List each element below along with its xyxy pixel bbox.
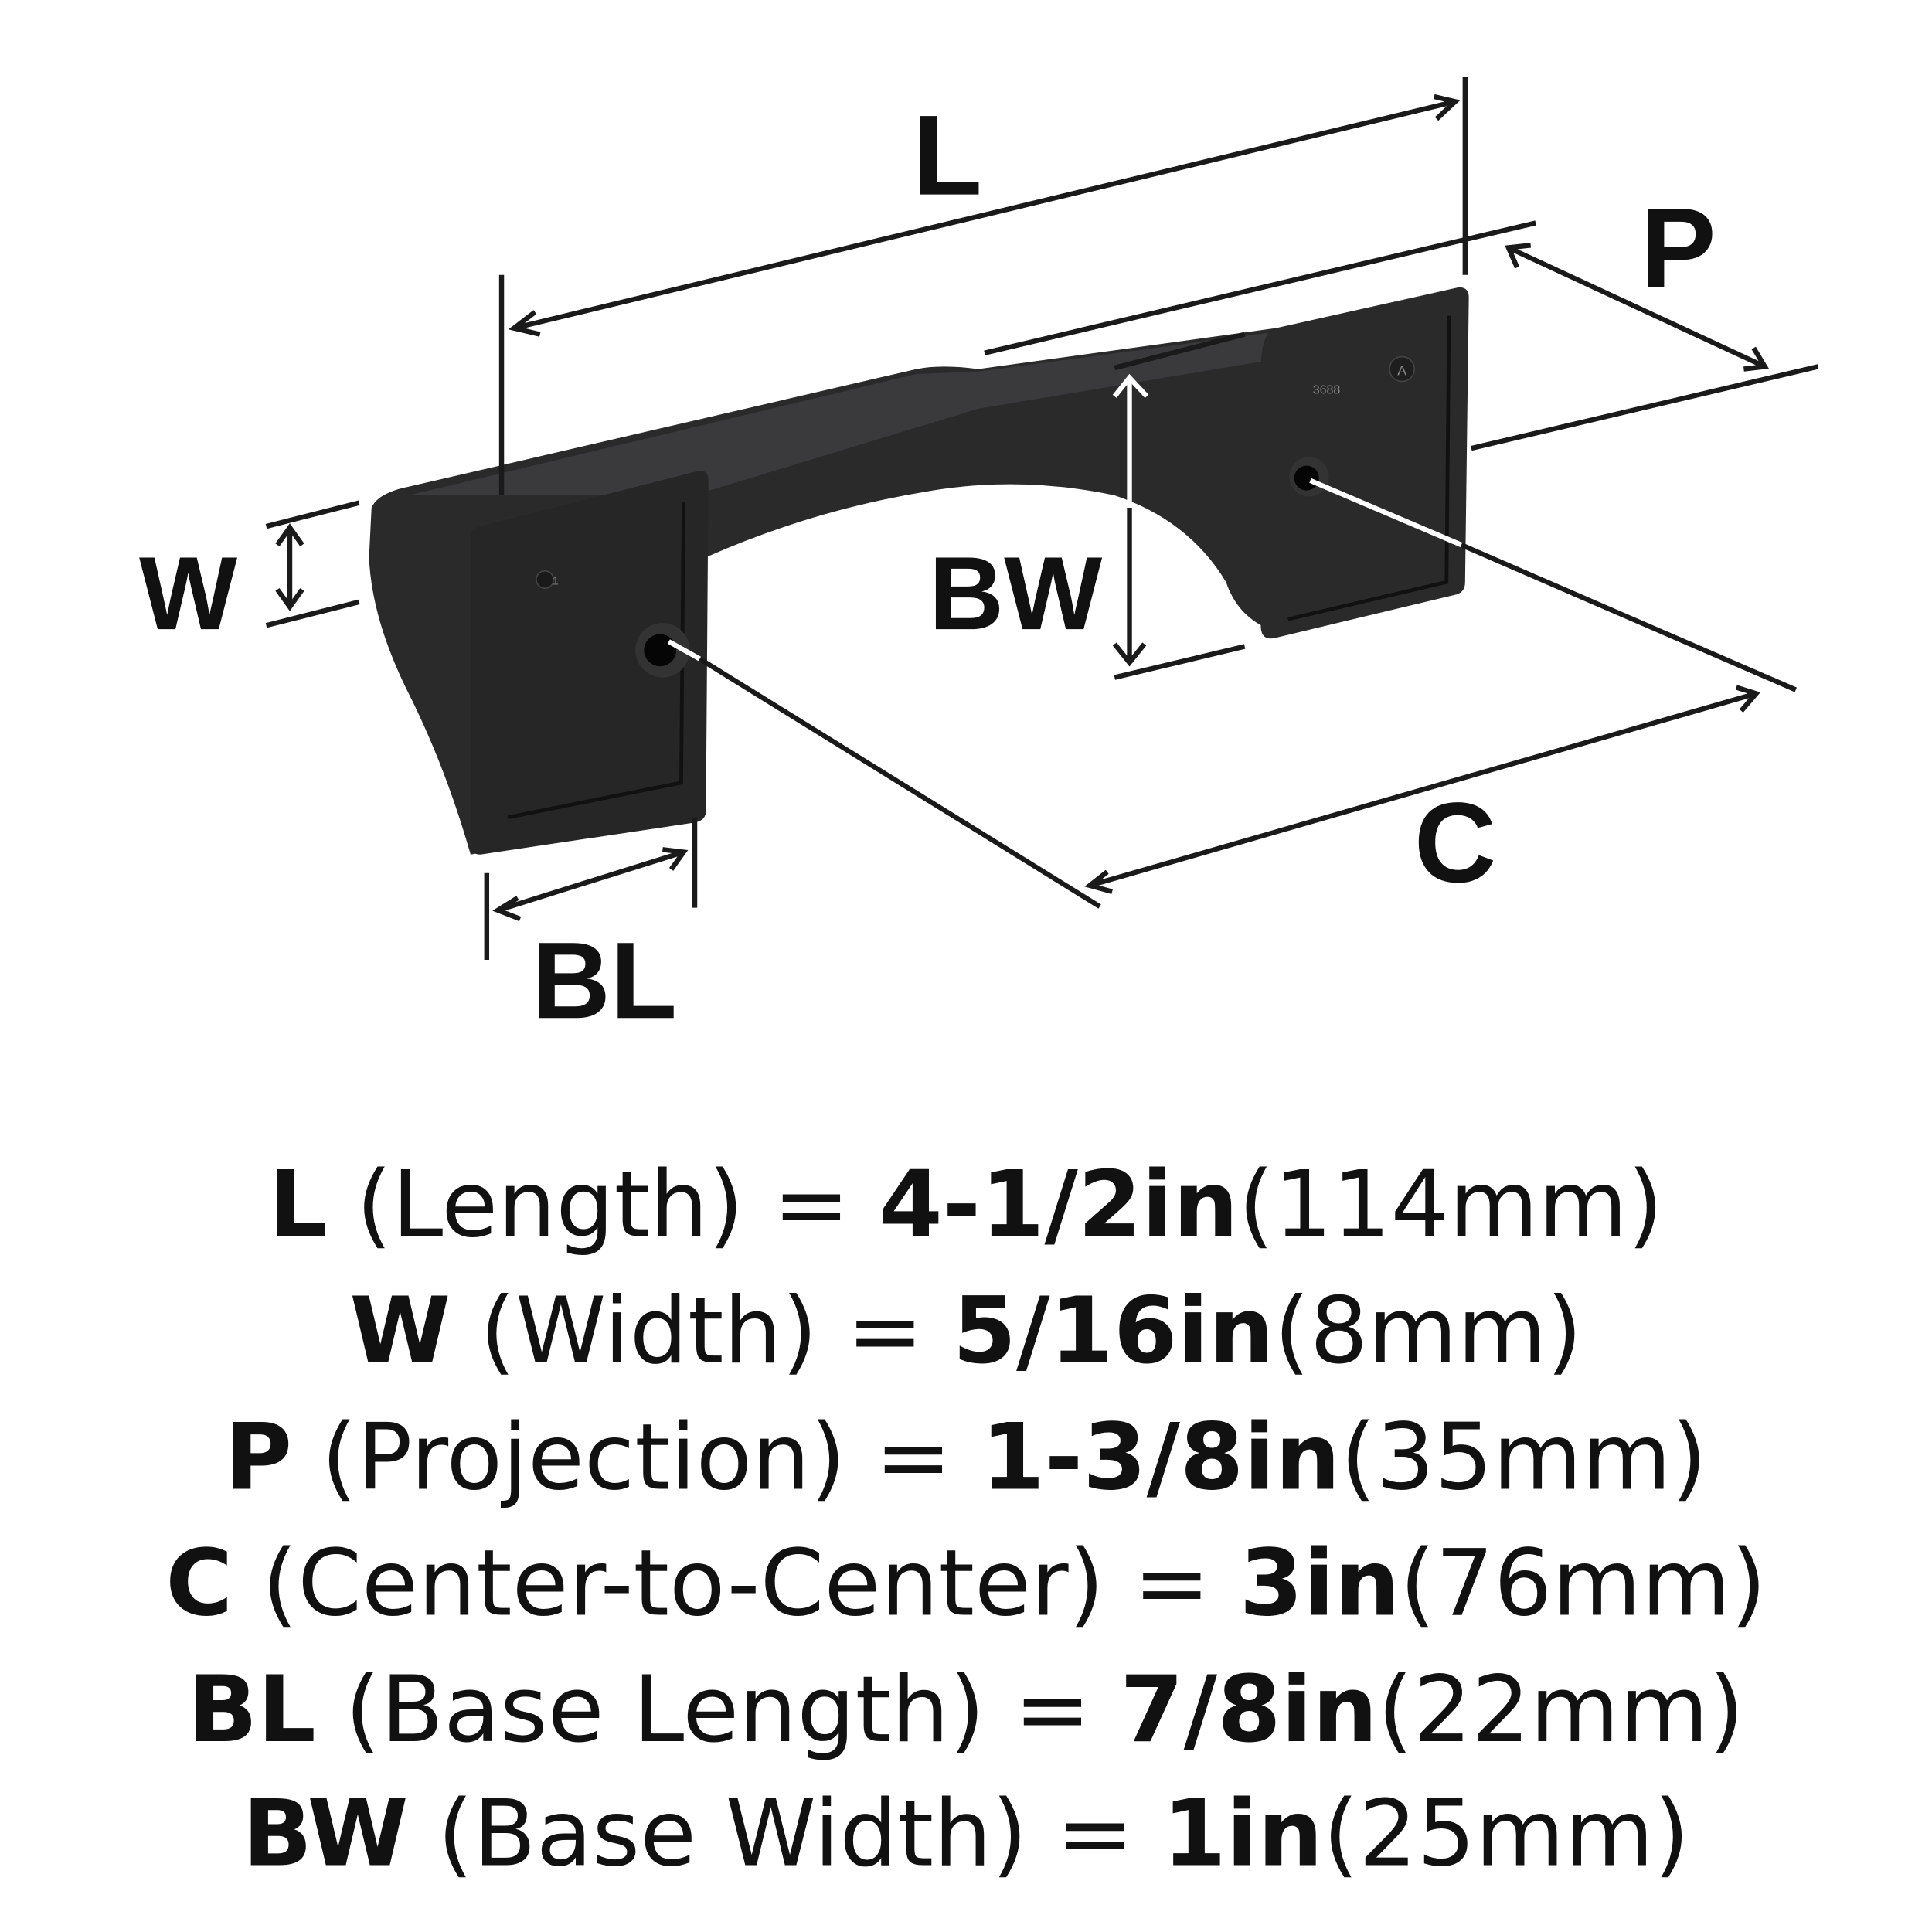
label-W: W — [139, 535, 237, 651]
part-small-marking: 1 — [553, 575, 559, 587]
spec-line-center-to-center: C (Center-to-Center) = 3in(76mm) — [165, 1530, 1766, 1637]
label-BL: BL — [532, 919, 677, 1041]
part-number-marking: 3688 — [1313, 383, 1341, 397]
label-L: L — [913, 93, 982, 219]
product-pull-handle: A 3688 1 — [369, 287, 1469, 855]
spec-line-length: L (Length) = 4-1/2in(114mm) — [269, 1151, 1664, 1257]
label-P: P — [1640, 185, 1716, 312]
part-letter-marking: A — [1397, 363, 1406, 379]
spec-line-projection: P (Projection) = 1-3/8in(35mm) — [225, 1403, 1707, 1510]
spec-list: L (Length) = 4-1/2in(114mm) W (Width) = … — [165, 1151, 1766, 1886]
dimension-lines — [265, 77, 1819, 960]
label-BW: BW — [929, 535, 1102, 651]
right-base — [1260, 287, 1469, 639]
spec-line-width: W (Width) = 5/16in(8mm) — [349, 1277, 1582, 1384]
spec-line-base-length: BL (Base Length) = 7/8in(22mm) — [188, 1656, 1744, 1763]
spec-line-base-width: BW (Base Width) = 1in(25mm) — [243, 1780, 1690, 1886]
label-C: C — [1414, 780, 1496, 906]
left-base — [470, 470, 709, 855]
